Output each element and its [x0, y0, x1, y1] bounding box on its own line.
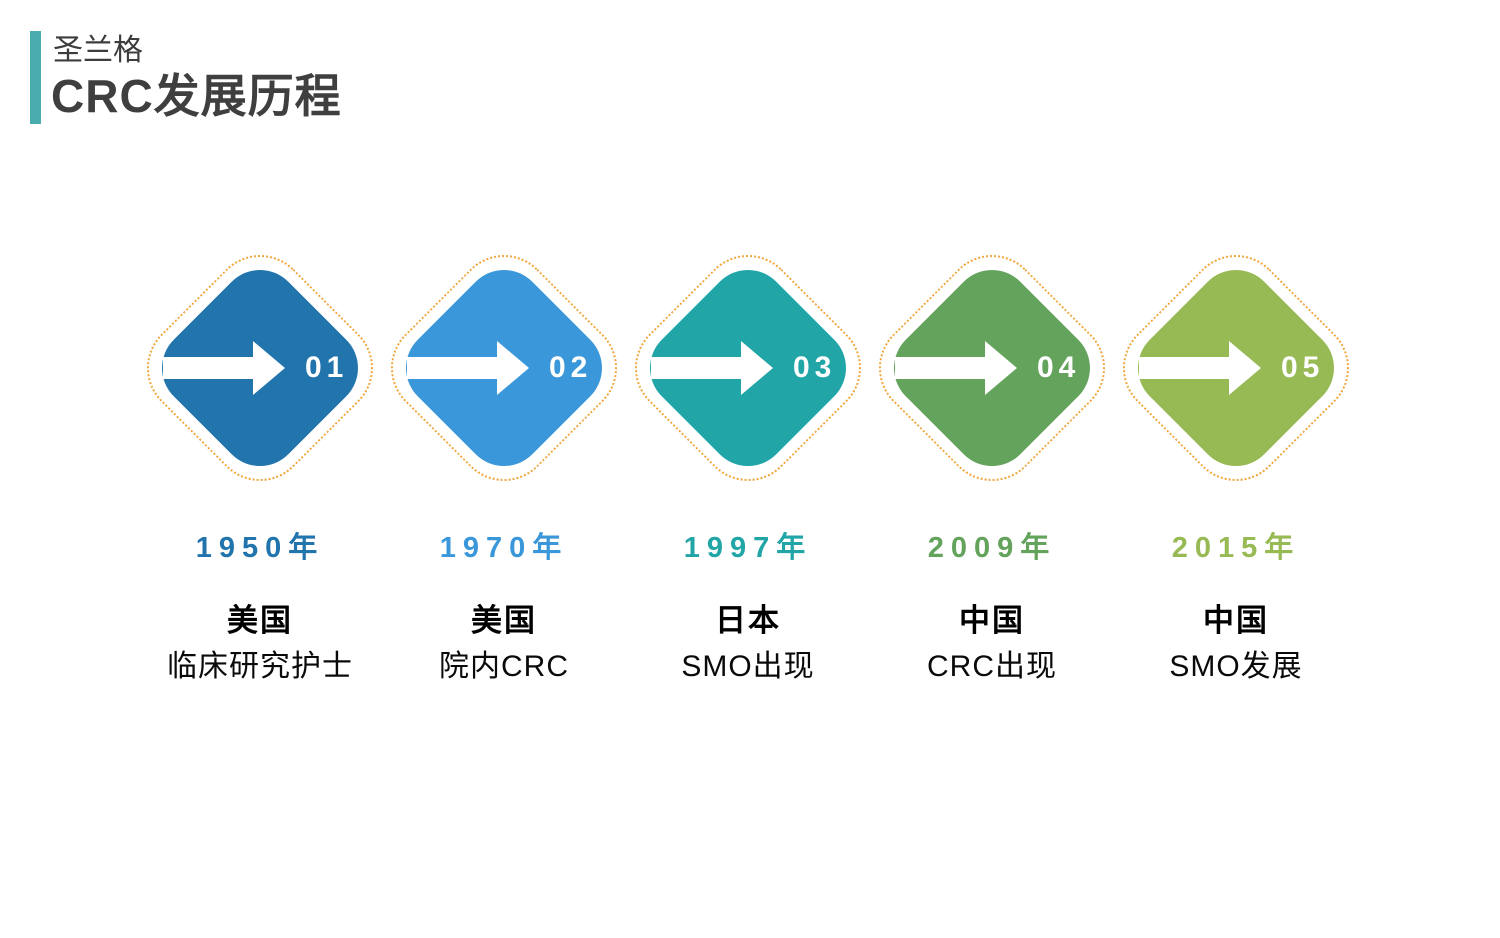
- milestone-description: SMO出现: [681, 650, 815, 683]
- milestone-description: 临床研究护士: [167, 650, 353, 683]
- arrow-head: [985, 341, 1017, 395]
- arrow-right-icon: 02: [407, 341, 592, 395]
- milestone-description: CRC出现: [927, 650, 1057, 683]
- arrow-shaft: [163, 357, 253, 379]
- page-title: CRC发展历程: [51, 70, 342, 122]
- milestone-5: 05 2015年 中国 SMO发展: [1103, 235, 1369, 708]
- milestone-4: 04 2009年 中国 CRC出现: [859, 235, 1125, 708]
- arrow-shaft: [1139, 357, 1229, 379]
- milestone-1: 01 1950年 美国 临床研究护士: [127, 235, 393, 708]
- arrow-head: [1229, 341, 1261, 395]
- title-accent-bar: [30, 31, 41, 124]
- milestone-number: 02: [549, 351, 593, 384]
- milestone-description: 院内CRC: [439, 650, 569, 683]
- milestone-description: SMO发展: [1169, 650, 1303, 683]
- arrow-right-icon: 05: [1139, 341, 1324, 395]
- milestone-country: 美国: [227, 603, 293, 638]
- arrow-head: [253, 341, 285, 395]
- arrow-right-icon: 03: [651, 341, 836, 395]
- arrow-right-icon: 01: [163, 341, 348, 395]
- arrow-head: [741, 341, 773, 395]
- milestone-country: 美国: [471, 603, 537, 638]
- arrow-shaft: [895, 357, 985, 379]
- milestone-3: 03 1997年 日本 SMO出现: [615, 235, 881, 708]
- brand-label: 圣兰格: [53, 34, 143, 67]
- arrow-head: [497, 341, 529, 395]
- milestone-number: 03: [793, 351, 837, 384]
- milestone-year: 2015年: [1171, 532, 1301, 564]
- milestone-number: 05: [1281, 351, 1325, 384]
- milestone-country: 中国: [1203, 603, 1269, 638]
- timeline: 01 1950年 美国 临床研究护士 02 1970年 美国 院内CRC 03 …: [127, 235, 1369, 708]
- milestone-number: 01: [305, 351, 349, 384]
- milestone-year: 1997年: [683, 532, 813, 564]
- milestone-number: 04: [1037, 351, 1081, 384]
- arrow-right-icon: 04: [895, 341, 1080, 395]
- arrow-shaft: [407, 357, 497, 379]
- milestone-country: 日本: [715, 603, 781, 638]
- milestone-year: 1950年: [195, 532, 325, 564]
- milestone-year: 1970年: [439, 532, 569, 564]
- milestone-2: 02 1970年 美国 院内CRC: [371, 235, 637, 708]
- milestone-year: 2009年: [927, 532, 1057, 564]
- milestone-country: 中国: [959, 603, 1025, 638]
- arrow-shaft: [651, 357, 741, 379]
